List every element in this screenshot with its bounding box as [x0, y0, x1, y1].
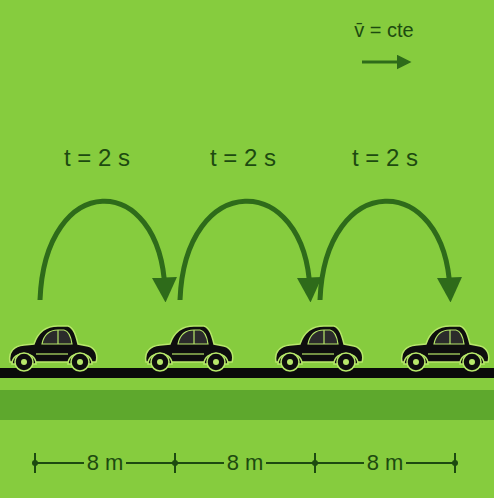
velocity-label: v̄ = cte: [351, 19, 416, 41]
distance-label: 8 m: [364, 451, 407, 475]
distance-label: 8 m: [84, 451, 127, 475]
time-label: t = 2 s: [349, 145, 421, 171]
time-label: t = 2 s: [61, 145, 133, 171]
time-label: t = 2 s: [207, 145, 279, 171]
distance-label: 8 m: [224, 451, 267, 475]
